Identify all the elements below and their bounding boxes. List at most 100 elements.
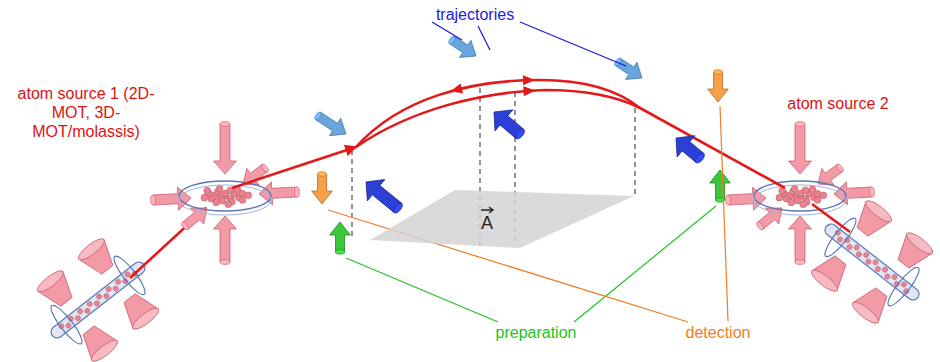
- laser-beam-arrow: [834, 182, 872, 205]
- atom: [884, 273, 891, 280]
- atom: [814, 197, 821, 204]
- atom: [245, 192, 252, 199]
- laser-funnel-end: [850, 299, 881, 327]
- atom: [846, 243, 853, 250]
- beam-tail: [336, 250, 345, 255]
- leader-line: [574, 206, 716, 322]
- beam-tail: [714, 70, 723, 75]
- atom: [74, 315, 81, 322]
- atom-trajectory: [640, 108, 785, 188]
- plane-fill: [370, 190, 634, 248]
- vector-arrow-line: [481, 207, 493, 213]
- atom: [93, 300, 100, 307]
- beam-tail: [795, 122, 805, 127]
- laser-beam-arrow: [728, 187, 766, 210]
- beam-tail: [220, 260, 230, 265]
- beam-tail: [314, 111, 323, 121]
- atom: [204, 187, 211, 194]
- laser-beam-arrow: [789, 216, 812, 262]
- beam-tail: [755, 221, 764, 231]
- atom: [201, 194, 208, 201]
- atom: [77, 308, 84, 315]
- beam-tail: [725, 195, 731, 205]
- atom: [84, 307, 91, 314]
- atom-trajectory: [356, 80, 640, 147]
- vector-arrow: [368, 188, 636, 250]
- dashed-projection: [634, 108, 636, 198]
- mot-coil: [47, 302, 86, 347]
- trajectory-label: trajectories: [436, 5, 514, 24]
- laser-funnel-end: [130, 305, 161, 333]
- beam-tail: [836, 163, 845, 173]
- atom: [95, 293, 102, 300]
- mot-coil: [884, 264, 923, 309]
- laser-funnel-end: [76, 236, 107, 264]
- mot-coil: [821, 215, 860, 260]
- atom: [874, 265, 881, 272]
- laser-beam-arrow: [708, 72, 729, 102]
- atom-trajectory: [356, 90, 640, 147]
- preparation-label: preparation: [496, 323, 577, 342]
- atom: [788, 199, 795, 206]
- trajectory-arrowhead: [449, 84, 463, 97]
- atom: [802, 187, 809, 194]
- beam-tail: [318, 172, 327, 177]
- beam-tail: [180, 221, 189, 231]
- atom-trajectory: [812, 204, 850, 232]
- laser-beam-arrow: [710, 170, 731, 200]
- mot-coil: [754, 185, 846, 215]
- leader-line: [346, 258, 498, 322]
- beam-tail: [220, 122, 230, 127]
- atom: [776, 194, 783, 201]
- laser-beam-arrow: [259, 182, 297, 205]
- atom: [216, 185, 223, 192]
- atom: [809, 186, 816, 193]
- area-plane: A: [368, 188, 636, 250]
- 2d-mot-tube: [49, 260, 148, 341]
- beam-tail: [150, 195, 156, 205]
- dashed-projection: [351, 150, 353, 240]
- 2d-mot-tube: [823, 222, 922, 303]
- beam-tail: [694, 151, 706, 164]
- atom: [836, 236, 843, 243]
- atom: [225, 201, 232, 208]
- atom: [891, 273, 898, 280]
- laser-beam-arrow: [214, 124, 237, 174]
- laser-beam-arrow: [330, 222, 351, 252]
- 2d-mot: [22, 226, 174, 362]
- leader-line: [720, 106, 728, 321]
- laser-beam-arrow: [789, 124, 812, 174]
- atom: [862, 251, 869, 258]
- laser-beam-arrow: [214, 216, 237, 262]
- laser-funnel-end: [863, 198, 894, 226]
- laser-beam-arrow: [153, 187, 191, 210]
- atom: [105, 286, 112, 293]
- atom: [853, 244, 860, 251]
- area-symbol: A: [481, 214, 493, 232]
- atom: [114, 278, 121, 285]
- laser-funnel-end: [809, 267, 840, 295]
- trajectory-arrowhead: [523, 85, 536, 96]
- beam-tail: [261, 163, 270, 173]
- trajectory-arrowhead: [523, 75, 535, 85]
- atom: [881, 266, 888, 273]
- atom: [820, 192, 827, 199]
- atom: [239, 197, 246, 204]
- atom: [103, 292, 110, 299]
- atom: [86, 300, 93, 307]
- atom-trajectory: [130, 208, 206, 278]
- atom: [900, 281, 907, 288]
- atom: [872, 259, 879, 266]
- mot-coil: [179, 185, 271, 215]
- beam-tail: [392, 201, 404, 214]
- atom-trajectory: [232, 147, 356, 188]
- atom: [865, 258, 872, 265]
- detection-label: detection: [686, 323, 751, 342]
- laser-funnel-end: [89, 337, 120, 362]
- leader-line: [432, 22, 462, 40]
- source-label: atom source 1 (2D-MOT, 3D-MOT/molassis): [11, 84, 161, 142]
- atom: [112, 285, 119, 292]
- atom: [855, 251, 862, 258]
